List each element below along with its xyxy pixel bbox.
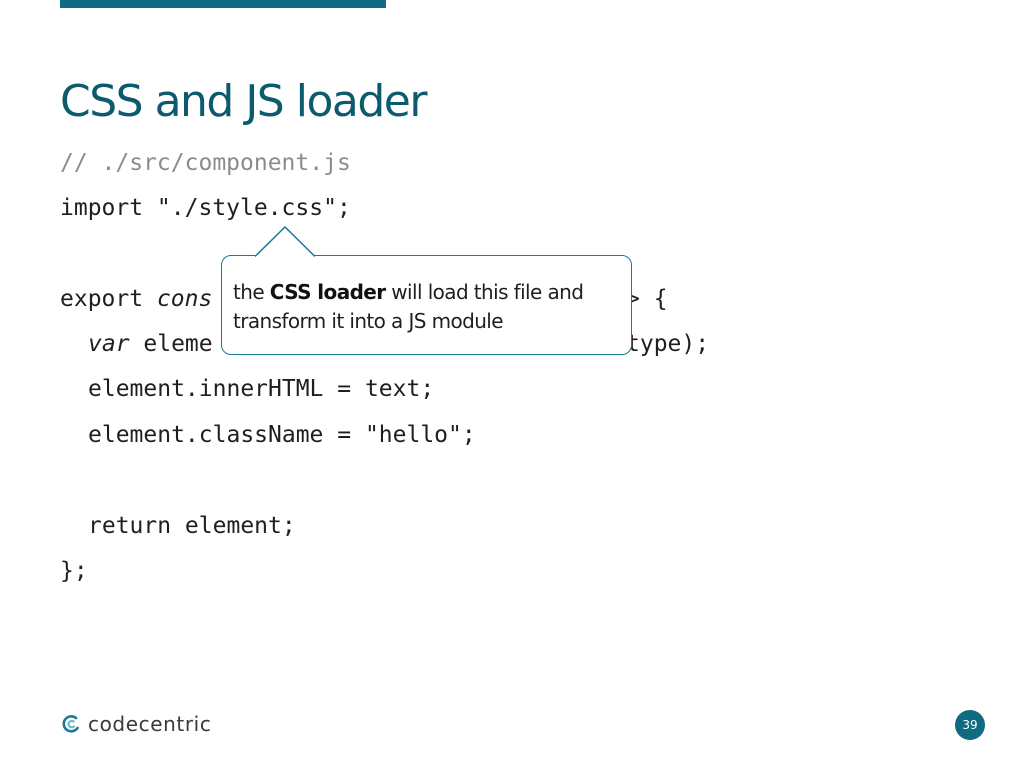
code-line-comment: // ./src/component.js [60,150,351,176]
slide-title: CSS and JS loader [60,76,427,127]
code-keyword-const: cons [156,286,213,312]
code-line-classname: element.className = "hello"; [88,422,476,448]
callout-pointer [255,226,315,258]
code-line-close: }; [60,558,88,584]
code-var-name: eleme [129,331,213,357]
code-line-var: var eleme [88,324,213,364]
codecentric-logo: codecentric [60,710,211,738]
codecentric-logo-icon [62,715,79,733]
callout-text: the CSS loader will load this file and t… [233,278,625,336]
callout-tooltip: the CSS loader will load this file and t… [221,255,632,355]
code-line-innerhtml: element.innerHTML = text; [88,376,435,402]
callout-text-before: the [233,280,270,304]
callout-text-bold: CSS loader [269,280,386,304]
code-line-return: return element; [88,513,296,539]
logo-text: codecentric [88,712,212,736]
code-line-var-end: type); [626,331,710,357]
code-line-export: export cons [60,279,212,319]
code-keyword-var: var [88,331,130,357]
page-number-badge: 39 [955,710,985,740]
code-keyword-export: export [60,286,157,312]
callout-text-after: will load this file and transform it int… [233,280,584,333]
code-line-import: import "./style.css"; [60,195,351,221]
top-accent-bar [60,0,386,8]
code-line-export-end: > { [626,286,668,312]
